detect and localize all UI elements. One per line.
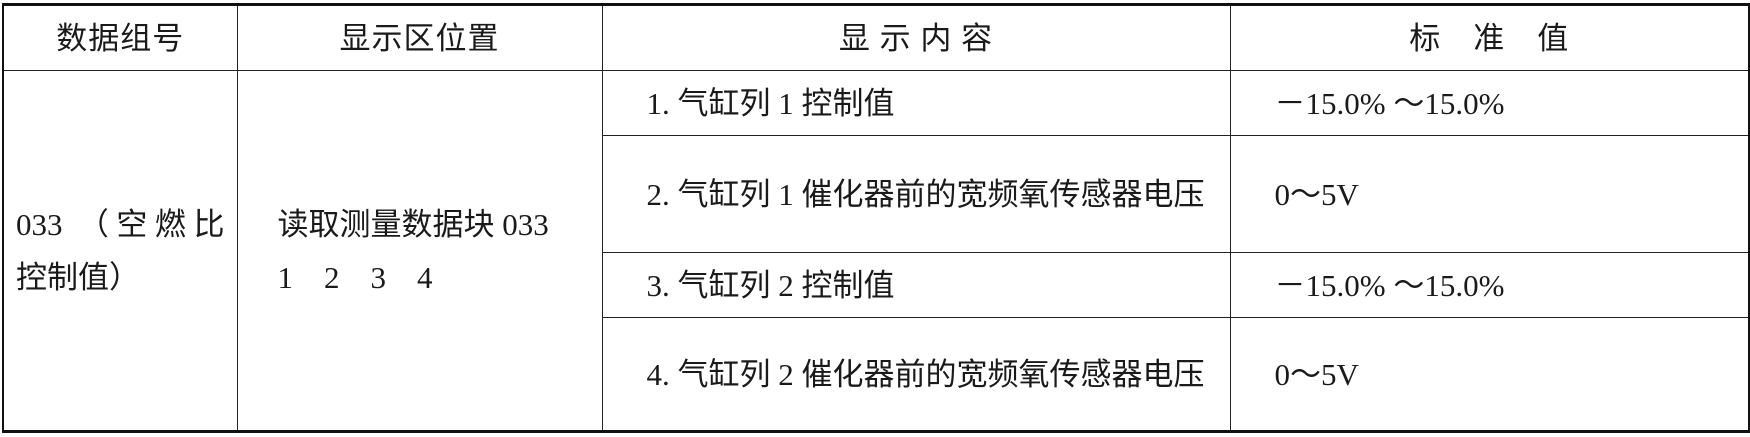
content-cell: 2. 气缸列 1 催化器前的宽频氧传感器电压 <box>601 135 1231 253</box>
header-display-content: 显 示 内 容 <box>601 4 1231 71</box>
data-block-table: 数据组号 显示区位置 显 示 内 容 标 准 值 033 （空燃比控制值） 读取… <box>2 3 1750 433</box>
table-row: 2. 气缸列 1 催化器前的宽频氧传感器电压 0～5V <box>3 135 1750 253</box>
header-row: 数据组号 显示区位置 显 示 内 容 标 准 值 <box>2 4 1750 71</box>
content-cell: 3. 气缸列 2 控制值 <box>601 252 1231 318</box>
standard-value-cell: 0～5V <box>1229 317 1750 432</box>
content-cell: 4. 气缸列 2 催化器前的宽频氧传感器电压 <box>601 317 1231 432</box>
header-standard-value: 标 准 值 <box>1229 4 1750 71</box>
display-position-line-1: 读取测量数据块 033 <box>277 206 549 242</box>
table-row: 033 （空燃比控制值） 读取测量数据块 033 1 2 3 4 1. 气缸列 … <box>2 70 1750 432</box>
content-cell: 1. 气缸列 1 控制值 <box>601 70 1231 136</box>
standard-value-cell: －15.0% ～15.0% <box>1229 70 1750 136</box>
group-number-cell: 033 （空燃比控制值） <box>2 70 238 432</box>
table-row: 4. 气缸列 2 催化器前的宽频氧传感器电压 0～5V <box>3 317 1750 432</box>
standard-value-cell: －15.0% ～15.0% <box>1229 252 1750 318</box>
header-group-number: 数据组号 <box>2 4 238 71</box>
header-display-position: 显示区位置 <box>236 4 603 71</box>
display-position-cell: 读取测量数据块 033 1 2 3 4 <box>236 70 603 432</box>
display-position-line-2: 1 2 3 4 <box>277 259 433 295</box>
standard-value-cell: 0～5V <box>1229 135 1750 253</box>
